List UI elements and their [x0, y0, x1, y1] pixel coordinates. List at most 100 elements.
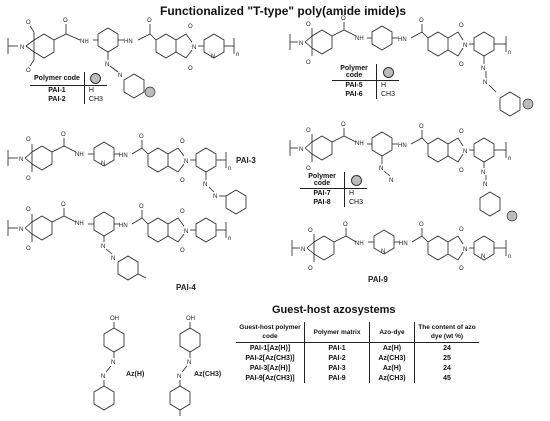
table-row: PAI-3[Az(H)] PAI-3 Az(H) 24: [236, 363, 479, 373]
table-row: PAI-5 H: [332, 80, 399, 90]
atom-o: O: [459, 227, 464, 233]
atom-hn: HN: [119, 153, 128, 159]
atom-n: N: [481, 170, 485, 176]
atom-nh: NH: [355, 241, 364, 247]
atom-o: O: [147, 18, 152, 24]
table-header: Polymer matrix: [304, 322, 370, 343]
atom-o: O: [180, 209, 185, 215]
atom-o: O: [188, 66, 193, 72]
atom-o: O: [26, 137, 31, 143]
atom-nh: NH: [75, 221, 84, 227]
table-header-substituent: [84, 72, 107, 86]
table-header-code: Polymer code: [300, 172, 345, 189]
atom-o: O: [61, 132, 66, 138]
atom-o: O: [26, 176, 31, 182]
label-pai-9: PAI-9: [368, 275, 388, 284]
atom-o: O: [459, 168, 464, 174]
atom-o: O: [26, 207, 31, 213]
repeat-n: n: [228, 236, 231, 242]
atom-o: O: [459, 129, 464, 135]
table-header: Azo-dye: [369, 322, 415, 343]
table-header-substituent: [376, 64, 400, 81]
atom-o: O: [419, 18, 424, 24]
atom-o: O: [306, 60, 311, 66]
atom-o: O: [341, 16, 346, 22]
atom-n: N: [118, 73, 122, 79]
atom-hn: HN: [399, 241, 408, 247]
atom-n: N: [20, 45, 24, 51]
atom-o: O: [419, 222, 424, 228]
atom-hn: HN: [124, 39, 133, 45]
atom-n: N: [301, 247, 305, 253]
atom-n: N: [184, 159, 188, 165]
substituent-circle-icon: [382, 66, 394, 78]
repeat-n: n: [508, 254, 511, 260]
repeat-n: n: [228, 166, 231, 172]
table-row: PAI-8 CH3: [300, 198, 367, 207]
table-row: PAI-1 H: [30, 85, 107, 95]
guest-host-title: Guest-host azosystems: [272, 304, 396, 316]
substituent-circle-icon: [90, 73, 102, 84]
atom-n: N: [192, 45, 196, 51]
atom-n: N: [187, 360, 191, 366]
atom-n: N: [379, 166, 383, 172]
atom-o: O: [61, 202, 66, 208]
label-az-ch3: Az(CH3): [194, 371, 221, 378]
atom-o: O: [459, 23, 464, 29]
table-header-code: Polymer code: [30, 72, 85, 86]
atom-o: O: [180, 139, 185, 145]
atom-n: N: [463, 247, 467, 253]
atom-n: N: [19, 157, 23, 163]
label-az-h: Az(H): [126, 371, 144, 378]
structure-pai-9: N O O O NH N HN O O O N N n: [291, 222, 511, 272]
atom-o: O: [139, 134, 144, 140]
atom-o: O: [188, 24, 193, 30]
atom-o: O: [308, 228, 313, 234]
atom-n: N: [299, 147, 303, 153]
structure-pai-5-6: N O O O NH HN O O O N n N N: [289, 16, 534, 117]
atom-n: N: [184, 229, 188, 235]
atom-n: N: [213, 194, 217, 200]
atom-n: N: [211, 54, 215, 60]
polymer-structures: N O O O NH HN N N O O O N N n N O O O: [7, 16, 534, 292]
atom-o: O: [26, 20, 31, 26]
atom-nh: NH: [355, 36, 364, 42]
atom-o: O: [180, 248, 185, 254]
table-row: PAI-2[Az(CH3)] PAI-2 Az(CH3) 25: [236, 353, 479, 363]
atom-n: N: [177, 374, 181, 380]
polymer-code-table-3: Polymer code PAI-7 H PAI-8 CH3: [300, 172, 368, 207]
atom-n: N: [101, 374, 105, 380]
atom-o: O: [459, 62, 464, 68]
guest-host-table: Guest-host polymer code Polymer matrix A…: [236, 322, 479, 383]
atom-n: N: [19, 227, 23, 233]
table-header: Guest-host polymer code: [236, 322, 305, 343]
atom-oh: OH: [110, 316, 119, 322]
label-pai-3: PAI-3: [236, 156, 256, 165]
atom-n: N: [101, 161, 105, 167]
label-pai-4: PAI-4: [176, 283, 196, 292]
atom-n: N: [463, 43, 467, 49]
atom-n: N: [481, 66, 485, 72]
atom-o: O: [306, 166, 311, 172]
atom-n: N: [111, 360, 115, 366]
atom-n: N: [105, 62, 109, 68]
atom-n: N: [299, 41, 303, 47]
substituent-circle-icon: [350, 174, 362, 186]
atom-o: O: [419, 124, 424, 130]
repeat-n: n: [508, 156, 511, 162]
table-row: PAI-1[Az(H)] PAI-1 Az(H) 24: [236, 342, 479, 353]
structure-pai-4: N O O O NH HN N N O O O N n: [7, 202, 231, 281]
atom-nh: NH: [75, 152, 84, 158]
structure-pai-7-8: N O O O NH HN N N O O O N n N N: [289, 122, 518, 222]
atom-n: N: [101, 244, 105, 250]
table-row: PAI-2 CH3: [30, 95, 107, 104]
atom-o: O: [139, 204, 144, 210]
atom-o: O: [180, 178, 185, 184]
atom-o: O: [63, 18, 68, 24]
atom-n: N: [463, 149, 467, 155]
atom-o: O: [306, 22, 311, 28]
polymer-code-table-2: Polymer code PAI-5 H PAI-6 CH3: [332, 64, 400, 99]
atom-n: N: [483, 80, 487, 86]
atom-n: N: [389, 178, 393, 184]
atom-n: N: [381, 249, 385, 255]
